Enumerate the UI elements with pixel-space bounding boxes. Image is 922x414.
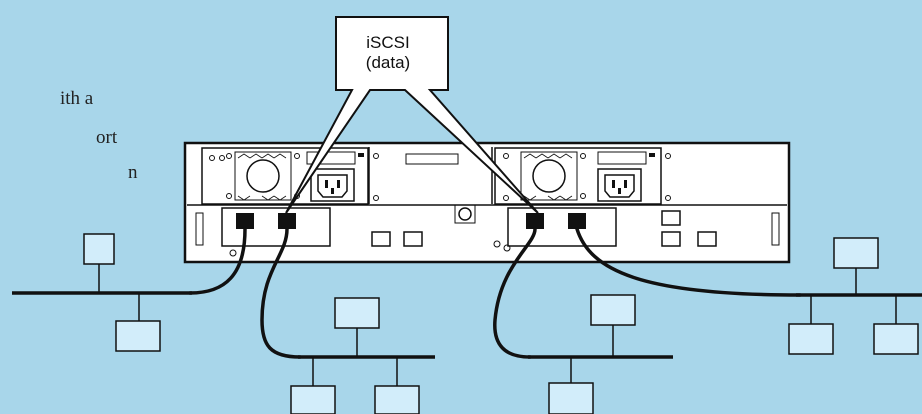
cropped-text-line-1: ith a — [60, 88, 94, 109]
network-segments — [12, 291, 922, 359]
cropped-text-line-2: ort — [96, 127, 118, 148]
node-4 — [290, 385, 336, 414]
cable-port-2 — [260, 227, 302, 359]
iscsi-port-3 — [526, 213, 544, 229]
node-3 — [334, 297, 380, 329]
controller-left — [221, 207, 423, 257]
controller-right — [493, 207, 717, 252]
node-drops — [98, 264, 897, 386]
management-port-1 — [371, 231, 391, 247]
center-module — [368, 147, 493, 224]
iscsi-port-1 — [236, 213, 254, 229]
node-2 — [115, 320, 161, 352]
power-supply-left — [201, 147, 379, 205]
cable-port-1 — [188, 227, 247, 295]
node-9 — [788, 323, 834, 355]
management-port-5 — [697, 231, 717, 247]
cropped-text-line-3: n — [128, 162, 138, 183]
iscsi-port-2 — [278, 213, 296, 229]
node-10 — [873, 323, 919, 355]
network-nodes — [83, 233, 919, 414]
management-port-4 — [661, 231, 681, 247]
node-1 — [83, 233, 115, 265]
iscsi-callout — [285, 16, 539, 214]
node-8 — [833, 237, 879, 269]
cable-port-3 — [493, 227, 537, 359]
node-6 — [590, 294, 636, 326]
node-7 — [548, 382, 594, 414]
cable-port-4 — [575, 227, 802, 297]
network-cables — [188, 227, 802, 359]
power-supply-right — [494, 147, 671, 205]
node-5 — [374, 385, 420, 414]
management-port-2 — [403, 231, 423, 247]
management-port-3 — [661, 210, 681, 226]
callout-line-2: (data) — [365, 53, 411, 72]
callout-label: iSCSI (data) — [338, 33, 438, 73]
iscsi-port-4 — [568, 213, 586, 229]
callout-line-1: iSCSI — [366, 33, 410, 52]
